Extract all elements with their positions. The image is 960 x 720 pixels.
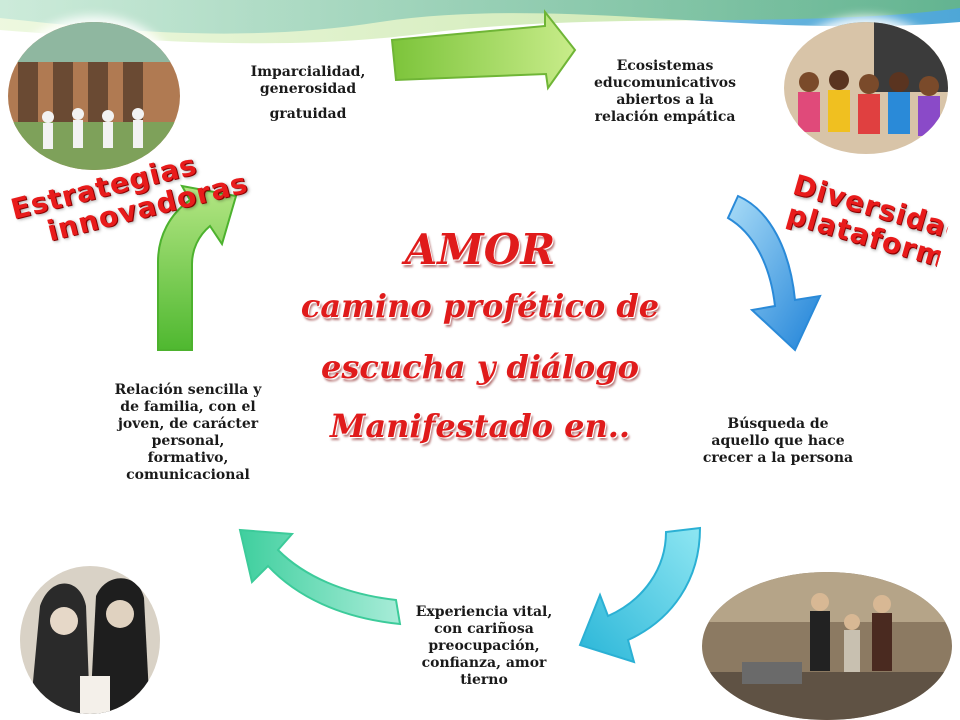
center-message: AMOR camino profético de escucha y diálo… — [270, 224, 690, 454]
center-title: AMOR — [404, 225, 556, 274]
node-left-line: comunicacional — [126, 467, 250, 483]
photo-top-right — [784, 22, 948, 154]
center-line-3: Manifestado en.. — [330, 407, 630, 445]
node-left-line: personal, — [151, 433, 225, 449]
node-bottom-line: tierno — [460, 672, 508, 688]
photo-top-left — [8, 22, 180, 170]
node-left-line: formativo, — [147, 450, 229, 466]
node-top-right-line: abiertos a la — [616, 92, 714, 108]
arrow-right — [726, 194, 822, 352]
node-top-left-line: gratuidad — [269, 106, 347, 122]
node-left-line: de familia, con el — [120, 399, 256, 415]
arrow-bottom-right — [578, 526, 702, 664]
node-top-right-line: Ecosistemas — [616, 58, 714, 74]
photo-bottom-right — [702, 572, 952, 720]
node-top-left-line: generosidad — [259, 81, 357, 97]
node-top-right-line: relación empática — [594, 109, 736, 125]
node-left-line: joven, de carácter — [117, 416, 259, 432]
node-right-line: Búsqueda de — [727, 416, 829, 432]
node-bottom-line: confianza, amor — [421, 655, 547, 671]
node-top-right: Ecosistemas educomunicativos abiertos a … — [565, 58, 765, 126]
node-top-left: Imparcialidad, generosidad gratuidad — [208, 64, 408, 123]
node-right-line: crecer a la persona — [702, 450, 854, 466]
node-left-line: Relación sencilla y — [114, 382, 262, 398]
node-top-left-line: Imparcialidad, — [250, 64, 366, 80]
arrow-top — [390, 9, 577, 91]
node-right-line: aquello que hace — [711, 433, 845, 449]
node-right: Búsqueda de aquello que hace crecer a la… — [676, 416, 880, 467]
photo-bottom-left — [20, 566, 160, 714]
node-bottom-line: con cariñosa — [434, 621, 534, 637]
node-top-right-line: educomunicativos — [594, 75, 736, 91]
node-bottom: Experiencia vital, con cariñosa preocupa… — [384, 604, 584, 689]
center-line-2: escucha y diálogo — [321, 348, 639, 386]
arrow-bottom-left — [238, 528, 402, 626]
center-line-1: camino profético de — [300, 287, 660, 325]
node-bottom-line: Experiencia vital, — [415, 604, 553, 620]
arrow-left — [157, 184, 238, 351]
node-left: Relación sencilla y de familia, con el j… — [88, 382, 288, 484]
node-bottom-line: preocupación, — [428, 638, 540, 654]
